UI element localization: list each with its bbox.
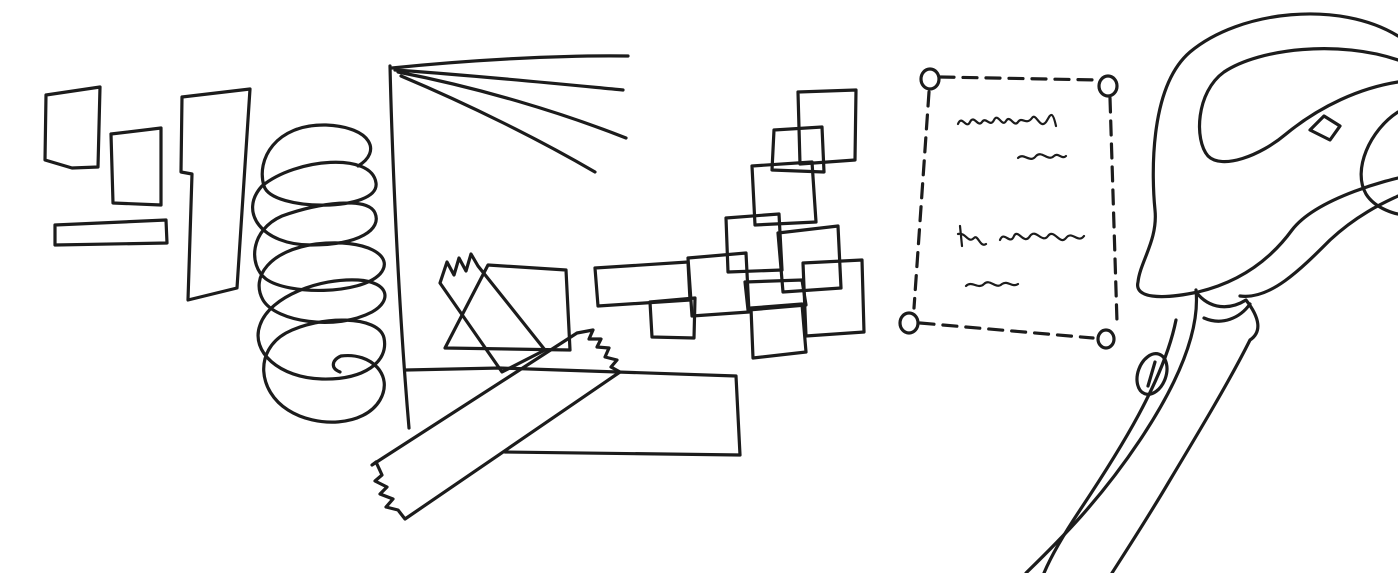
corner-handle [898, 311, 920, 335]
square-shape [686, 251, 751, 318]
selection-box-top-edge [938, 75, 1100, 82]
square-shape [750, 160, 818, 227]
scribble-text-line [1016, 153, 1068, 160]
square-shape [770, 125, 826, 174]
selection-box-bottom-edge [918, 321, 1095, 340]
tall-bracket-shape [179, 87, 252, 302]
tape-strip-vertical [438, 252, 547, 374]
square-shape [593, 260, 692, 308]
radiating-line [390, 54, 630, 70]
background-rectangle [404, 366, 742, 457]
background-triangle-box [443, 263, 572, 352]
scribble-text-line [964, 281, 1020, 288]
scissors-screw-slot [1146, 360, 1157, 388]
corner-handle [919, 67, 941, 91]
square-shape [749, 302, 808, 360]
rectangle-shape [43, 85, 102, 170]
square-shape [648, 296, 697, 340]
square-shape [796, 88, 858, 166]
scissors-blade-lower [1110, 290, 1260, 573]
square-stack-group [593, 88, 866, 360]
scissors-second-handle [1359, 110, 1398, 216]
selection-box-group [898, 67, 1119, 350]
selection-box-left-edge [912, 90, 931, 310]
square-shape [776, 224, 843, 294]
scribble-text-line [956, 113, 1058, 128]
axis-group [388, 54, 630, 430]
selection-box-right-edge [1108, 96, 1119, 324]
scissors-blade-edge [1202, 302, 1252, 323]
corner-handle [1097, 74, 1119, 98]
square-shape [801, 258, 866, 338]
coil-spring [251, 123, 387, 424]
scissors-pivot-screw [1135, 352, 1169, 396]
scribble-text-line [956, 224, 1086, 248]
radiating-line [396, 70, 628, 140]
scissors-handle-loop [1136, 12, 1398, 299]
scissors-blade-upper [1024, 288, 1199, 573]
radiating-line [399, 74, 597, 174]
rectangle-shape [53, 218, 169, 247]
rectangle-shape [109, 126, 163, 207]
corner-handle [1096, 328, 1116, 350]
scissors-inner-blade-line [1042, 318, 1178, 573]
scissors-group [1024, 12, 1398, 573]
tape-strip-diagonal [370, 328, 622, 521]
tape-group [370, 252, 742, 521]
vertical-axis-line [388, 64, 411, 430]
ray-origin-dot [403, 88, 411, 96]
scattered-rectangles-group [43, 85, 252, 302]
radiating-line [393, 68, 625, 92]
scissors-hinge-plate [1308, 114, 1342, 142]
spring-group [251, 123, 387, 424]
scissors-blade-edge [1238, 194, 1398, 298]
scissors-handle-inner [1197, 47, 1398, 164]
